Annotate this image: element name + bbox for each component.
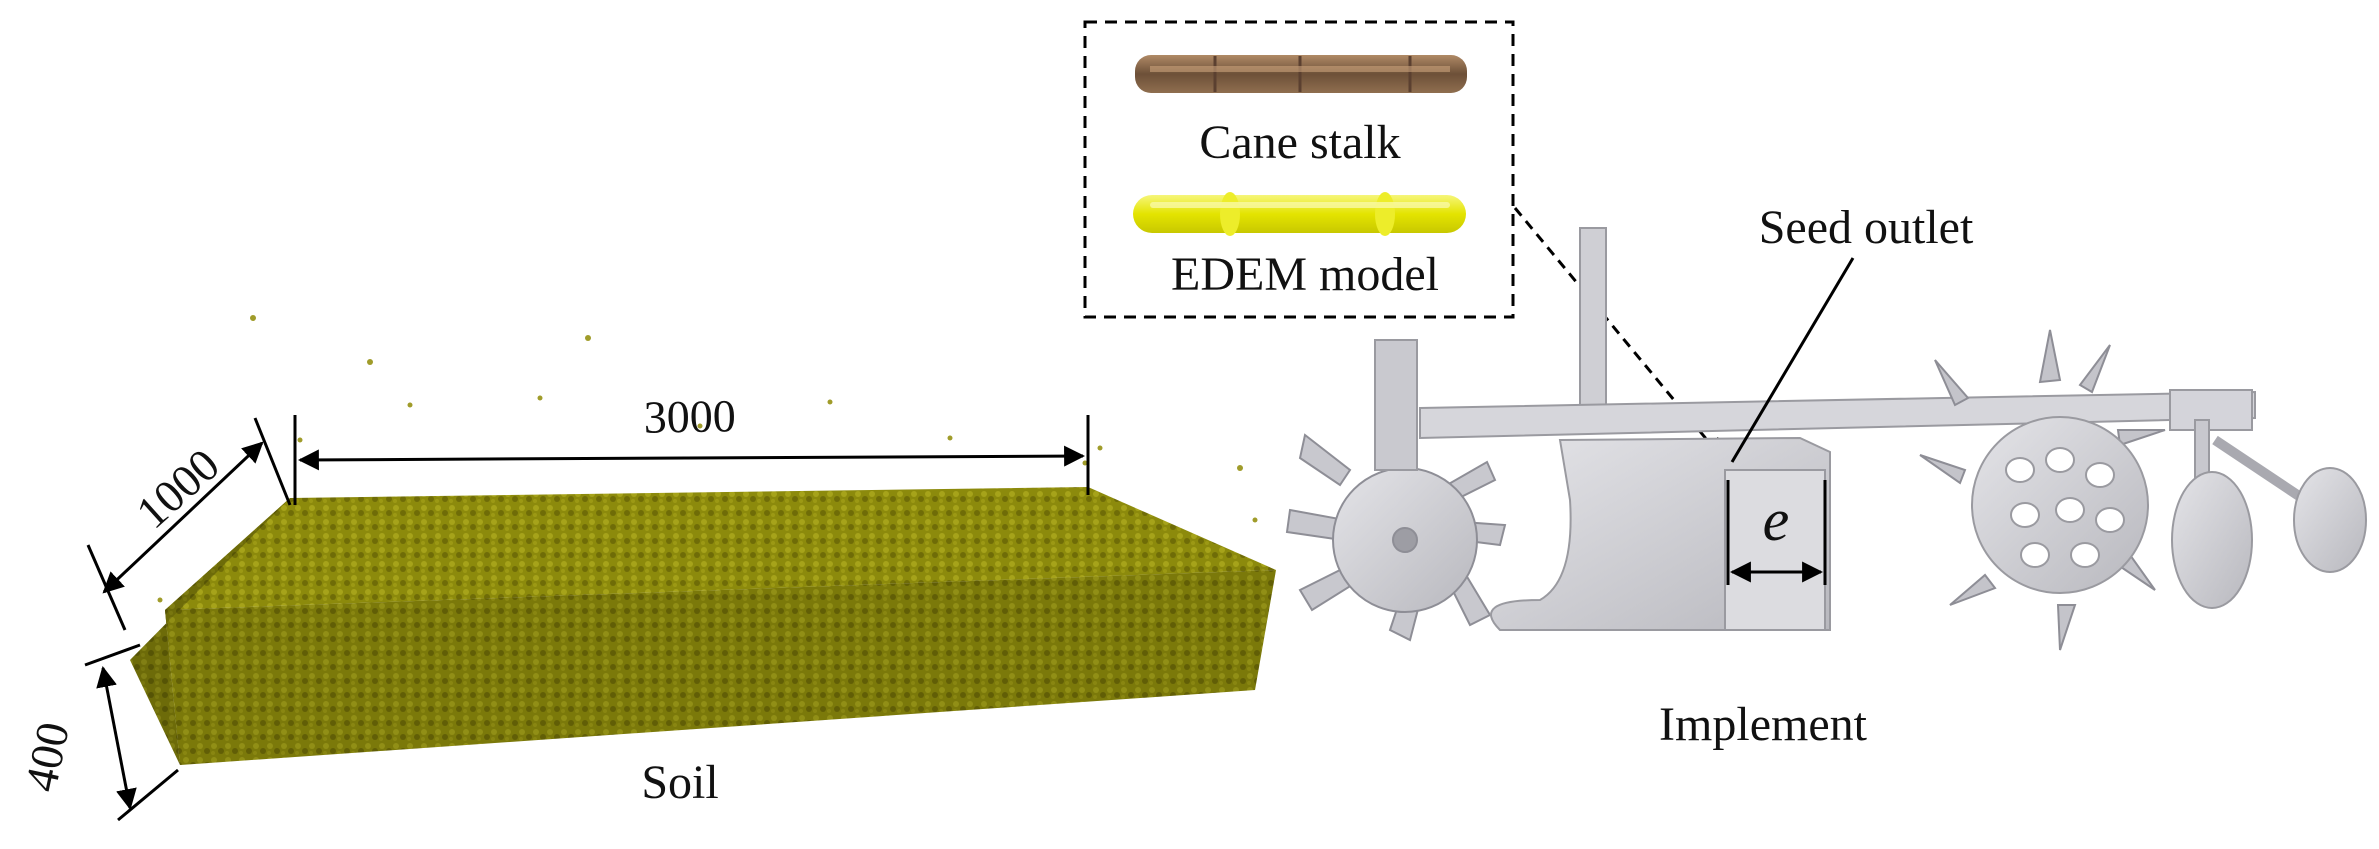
rear-bracket bbox=[2169, 389, 2253, 431]
covering-disc bbox=[2171, 471, 2253, 609]
offset-label: e bbox=[1763, 487, 1790, 553]
press-wheel bbox=[2293, 467, 2367, 573]
edem-model-image bbox=[1133, 192, 1466, 236]
planter-implement: e bbox=[1285, 227, 2367, 651]
soil-bin bbox=[130, 315, 1276, 765]
implement-label: Implement bbox=[1659, 698, 1868, 751]
soil-side-face bbox=[130, 498, 290, 765]
rotary-cutter bbox=[1285, 433, 1507, 642]
soil-front-face bbox=[165, 570, 1276, 765]
length-dimension bbox=[293, 415, 1090, 505]
offset-dimension bbox=[1726, 480, 1827, 585]
soil-label: Soil bbox=[641, 756, 718, 809]
length-dimension-label: 3000 bbox=[643, 390, 736, 443]
disc-wheel bbox=[1971, 416, 2149, 594]
cane-stalk-image bbox=[1135, 55, 1467, 93]
main-beam bbox=[1419, 390, 2256, 440]
seed-outlet-block bbox=[1724, 469, 1826, 631]
cane-stalk-label: Cane stalk bbox=[1199, 116, 1400, 169]
front-frame-post bbox=[1374, 339, 1418, 471]
soil-top-face bbox=[165, 487, 1276, 610]
scattered-soil-particles bbox=[157, 315, 1258, 603]
mast-post bbox=[1579, 227, 1607, 419]
depth-dimension-label: 400 bbox=[15, 718, 79, 796]
depth-dimension bbox=[84, 643, 179, 822]
inset-pointer-arrow bbox=[1513, 207, 1724, 460]
edem-model-label: EDEM model bbox=[1171, 248, 1439, 301]
cane-inset-box: Cane stalk EDEM model bbox=[1083, 20, 1515, 319]
seed-outlet-leader bbox=[1730, 257, 1855, 463]
seed-outlet-label: Seed outlet bbox=[1759, 201, 1974, 254]
width-dimension bbox=[86, 417, 292, 631]
